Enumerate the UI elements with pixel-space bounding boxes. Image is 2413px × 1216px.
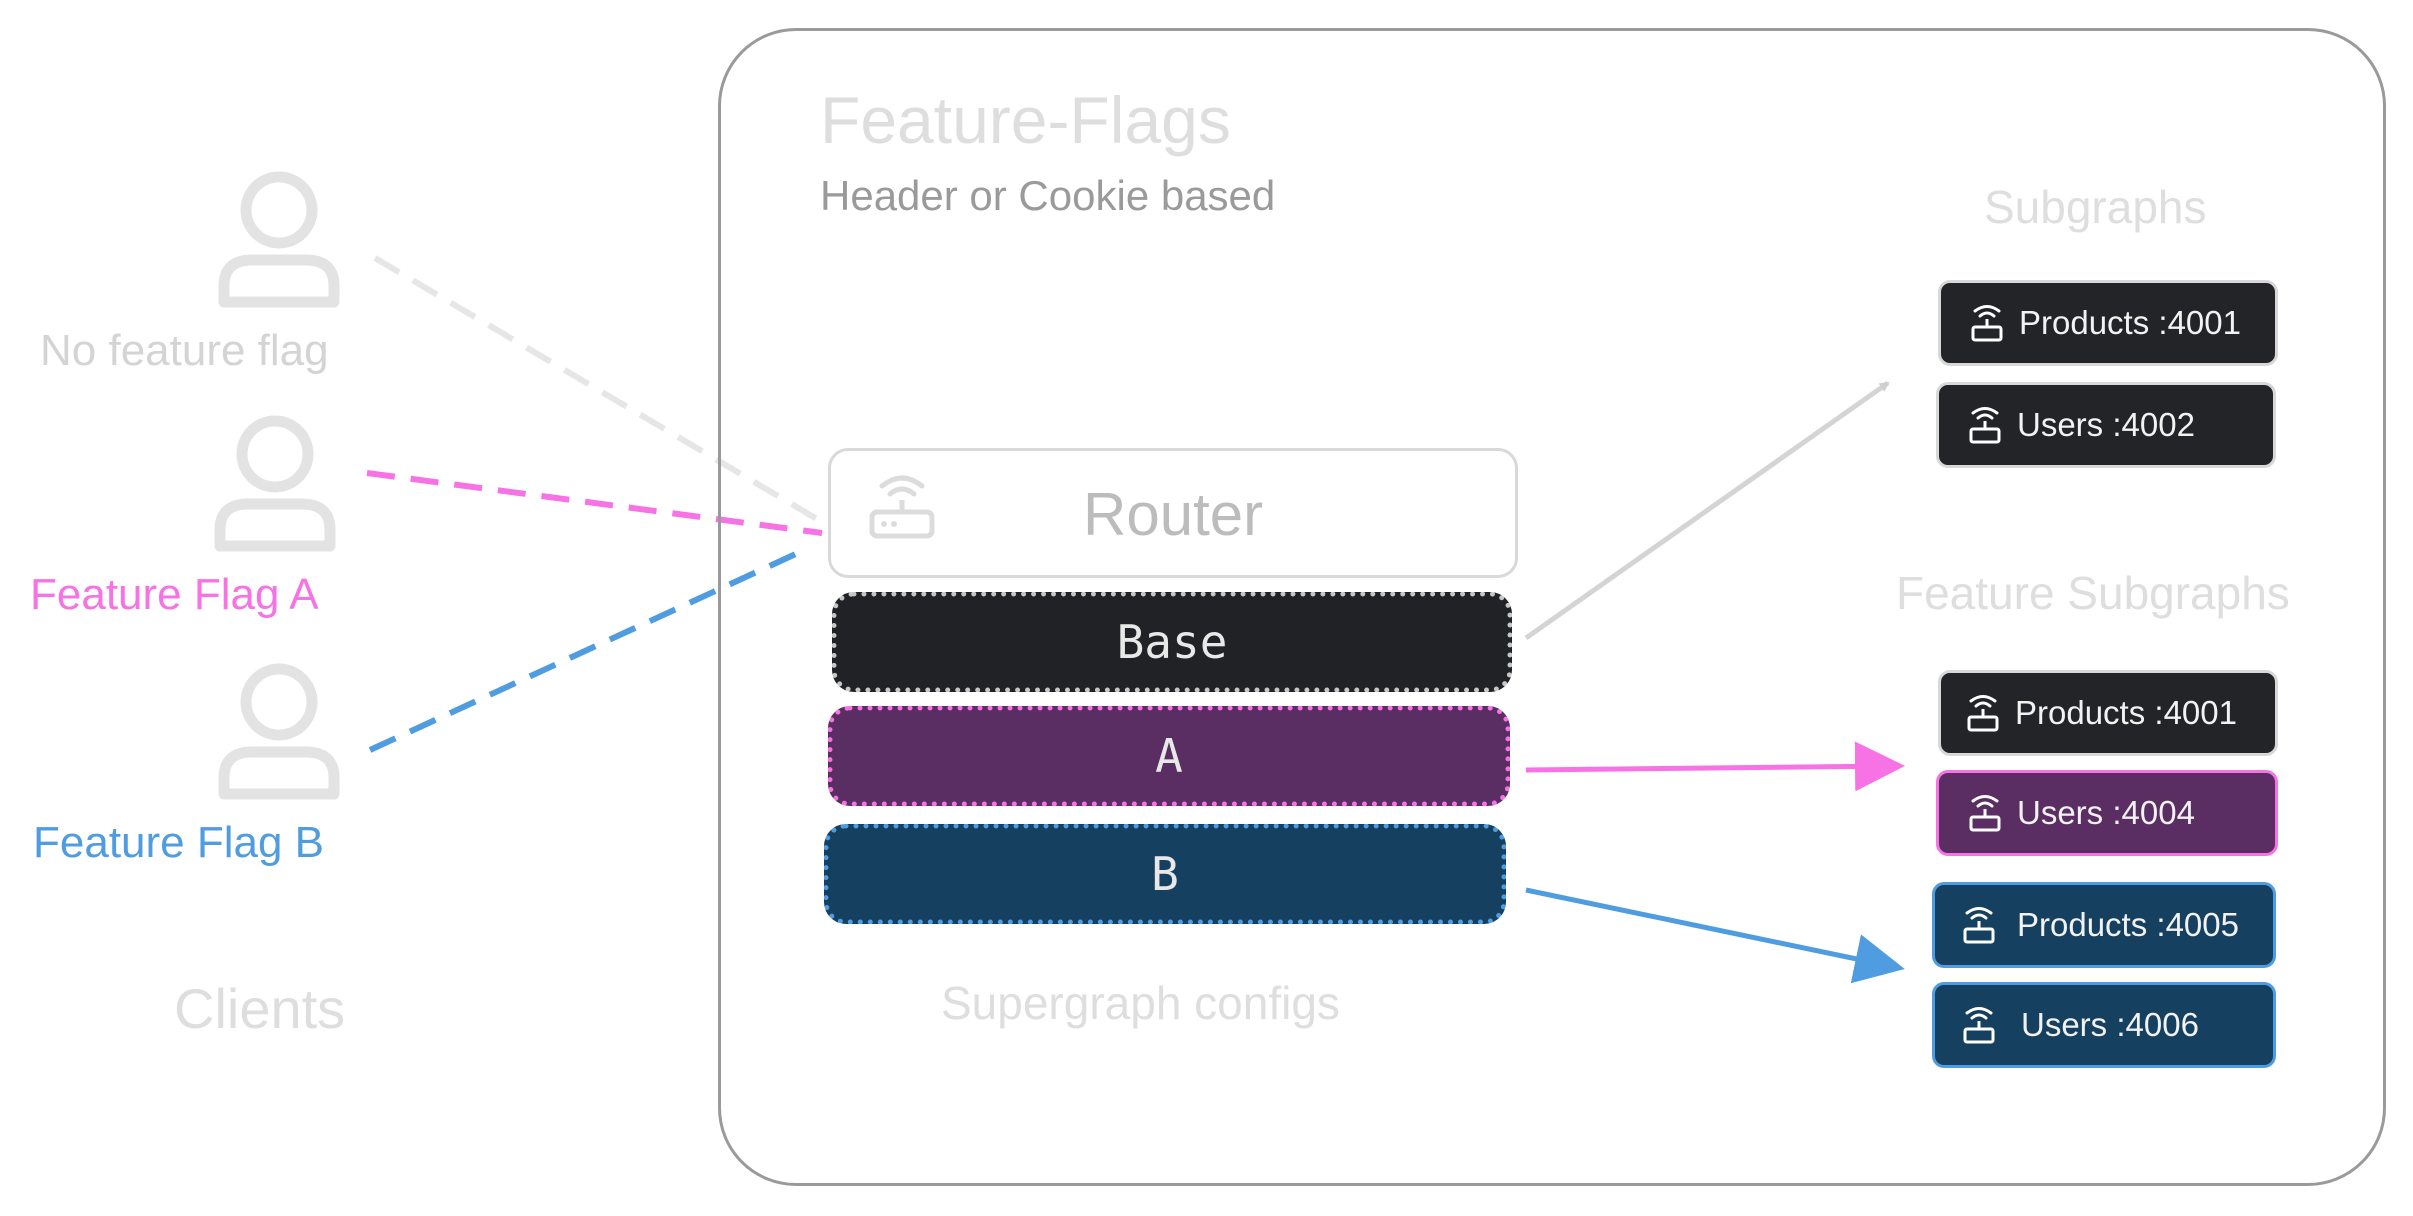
feature-subgraph-products-4001: Products :4001 [1938, 670, 2278, 756]
arrow-a-feature [1525, 741, 1905, 792]
clients-label: Clients [174, 977, 346, 1040]
client-line-b [368, 549, 802, 753]
config-base: Base [832, 592, 1512, 692]
arrow-base-subgraphs [1524, 380, 1890, 641]
supergraph-configs-label: Supergraph configs [941, 977, 1340, 1029]
subgraph-label: Users :4004 [2017, 794, 2195, 831]
feature-subgraph-products-4005: Products :4005 [1932, 882, 2276, 968]
subgraph-products-4001: Products :4001 [1938, 280, 2278, 366]
subgraph-label: Products :4001 [2019, 304, 2241, 341]
diagram-subtitle: Header or Cookie based [820, 172, 1276, 219]
feature-flags-frame [718, 28, 2386, 1186]
router-icon [1969, 795, 2001, 832]
feature-subgraph-users-4004: Users :4004 [1936, 770, 2278, 856]
client-label-no-flag: No feature flag [40, 326, 329, 375]
router-icon [869, 475, 935, 539]
subgraph-label: Products :4005 [2017, 906, 2239, 943]
router-icon [1963, 907, 1995, 944]
client-label-flag-b: Feature Flag B [33, 818, 325, 867]
client-label-flag-a: Feature Flag A [30, 570, 319, 619]
router-icon [1969, 407, 2001, 444]
person-icon [218, 171, 340, 308]
router-label: Router [1083, 481, 1264, 548]
subgraph-users-4002: Users :4002 [1936, 382, 2276, 468]
subgraph-label: Users :4006 [2021, 1006, 2199, 1043]
arrow-b-feature [1525, 887, 1905, 984]
feature-subgraphs-label: Feature Subgraphs [1896, 567, 2290, 619]
person-icon [214, 415, 336, 552]
router-icon [1967, 695, 1999, 732]
feature-subgraph-users-4006: Users :4006 [1932, 982, 2276, 1068]
router-icon [1963, 1007, 1995, 1044]
subgraph-label: Users :4002 [2017, 406, 2195, 443]
config-b: B [824, 824, 1506, 924]
client-line-a [366, 470, 823, 536]
router-icon [1971, 305, 2003, 342]
subgraph-label: Products :4001 [2015, 694, 2237, 731]
router-box [828, 448, 1518, 578]
config-a: A [828, 706, 1510, 806]
person-icon [218, 663, 340, 800]
subgraphs-label: Subgraphs [1984, 181, 2207, 233]
diagram-title: Feature-Flags [820, 83, 1231, 157]
